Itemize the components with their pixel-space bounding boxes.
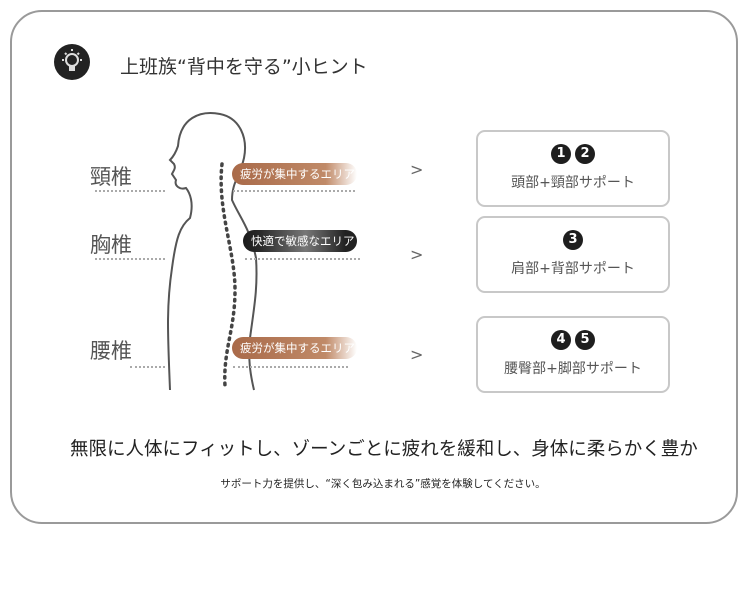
zone-label-cervical: 頸椎	[90, 165, 132, 189]
zone-tag-cervical: 疲労が集中するエリア	[232, 163, 357, 185]
zone-tag-thoracic: 快適で敏感なエリア	[243, 230, 357, 252]
arrow-icon: >	[410, 345, 424, 364]
page-title: 上班族“背中を守る”小ヒント	[120, 56, 368, 78]
number-badge: 2	[575, 144, 595, 164]
divider	[130, 366, 165, 368]
zone-tag-lumbar: 疲労が集中するエリア	[232, 337, 357, 359]
number-badge: 3	[563, 230, 583, 250]
number-badge: 4	[551, 330, 571, 350]
support-label: 肩部+背部サポート	[511, 261, 635, 277]
zone-label-lumbar: 腰椎	[90, 339, 132, 363]
support-label: 腰臀部+脚部サポート	[504, 361, 642, 377]
tips-card	[10, 10, 738, 524]
footer-headline: 無限に人体にフィットし、ゾーンごとに疲れを緩和し、身体に柔らかく豊か	[70, 439, 698, 460]
divider	[233, 190, 355, 192]
lightbulb-icon	[54, 44, 90, 80]
support-box-shoulder-back: 3 肩部+背部サポート	[476, 216, 670, 293]
footer-subtext: サポート力を提供し、“深く包み込まれる”感覚を体験してください。	[220, 478, 546, 490]
zone-label-thoracic: 胸椎	[90, 233, 132, 257]
divider	[95, 258, 165, 260]
human-body-outline	[167, 112, 258, 391]
divider	[95, 190, 165, 192]
arrow-icon: >	[410, 160, 424, 179]
arrow-icon: >	[410, 245, 424, 264]
support-label: 頭部+頸部サポート	[511, 175, 635, 191]
divider	[233, 366, 348, 368]
divider	[245, 258, 360, 260]
number-badge: 1	[551, 144, 571, 164]
number-badge: 5	[575, 330, 595, 350]
